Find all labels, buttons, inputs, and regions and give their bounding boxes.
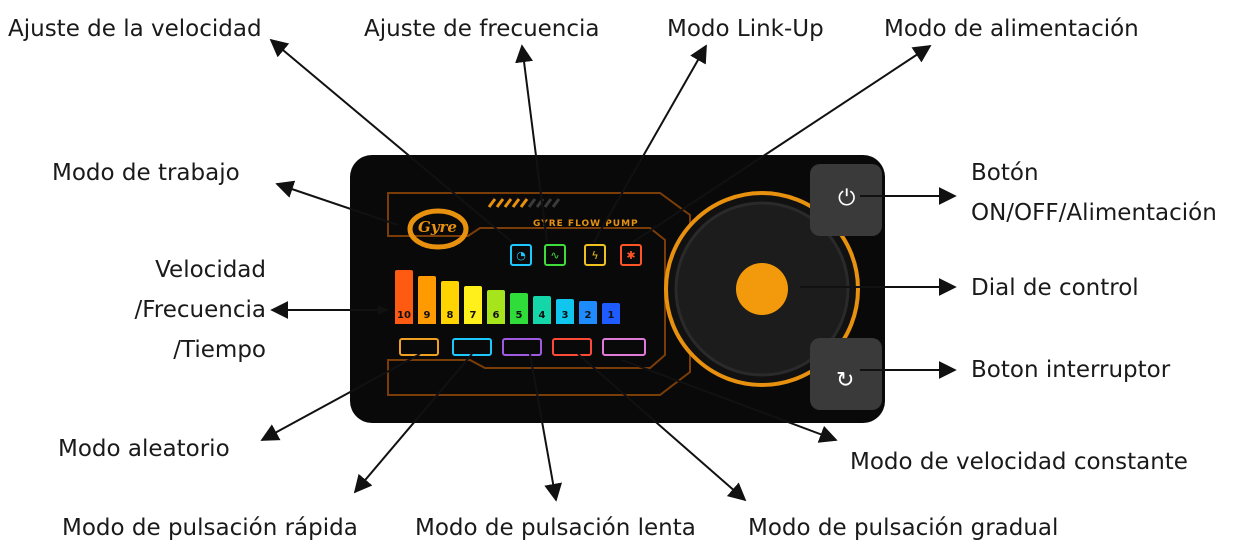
switch-button[interactable]: ↻ xyxy=(810,338,882,410)
level-bar-6: 6 xyxy=(487,290,505,324)
label-constant-speed-mode: Modo de velocidad constante xyxy=(850,449,1188,475)
level-bar-1: 1 xyxy=(602,303,620,324)
level-bar-5: 5 xyxy=(510,293,528,324)
arrow-fast-pulse xyxy=(353,353,473,494)
arrow-constant xyxy=(621,359,838,443)
label-switch-button: Boton interruptor xyxy=(971,357,1171,383)
label-frequency: /Frecuencia xyxy=(134,297,267,323)
label-slow-pulse-mode: Modo de pulsación lenta xyxy=(415,515,696,541)
constant-speed-icon xyxy=(602,338,646,356)
gyre-logo-text: Gyre xyxy=(418,218,457,236)
power-icon: ⏻ xyxy=(838,186,856,211)
control-dial-center xyxy=(736,263,788,315)
arrow-feed xyxy=(632,45,932,243)
level-bar-4: 4 xyxy=(533,296,551,324)
arrow-slow-pulse xyxy=(529,353,563,502)
level-bar-8: 8 xyxy=(441,281,459,324)
switch-icon: ↻ xyxy=(836,368,855,393)
level-bar-10: 10 xyxy=(395,270,413,324)
arrow-speed-adjust xyxy=(269,38,513,243)
label-power-button: Botón xyxy=(971,160,1039,186)
level-bar-2: 2 xyxy=(579,301,597,324)
label-power-button-2: ON/OFF/Alimentación xyxy=(971,200,1217,226)
label-speed-adjust: Ajuste de la velocidad xyxy=(8,16,262,42)
arrow-gradual-pulse xyxy=(577,353,747,502)
arrow-velocity-head xyxy=(378,305,388,315)
stripe-decoration xyxy=(487,198,529,208)
power-button[interactable]: ⏻ xyxy=(810,164,882,236)
link-icon: ϟ xyxy=(584,244,606,266)
level-bar-9: 9 xyxy=(418,276,436,324)
label-fast-pulse-mode: Modo de pulsación rápida xyxy=(62,515,358,541)
slow-pulse-icon xyxy=(502,338,542,356)
label-feed-mode: Modo de alimentación xyxy=(884,16,1139,42)
label-random-mode: Modo aleatorio xyxy=(58,436,230,462)
label-control-dial: Dial de control xyxy=(971,275,1139,301)
gradual-pulse-icon xyxy=(552,338,592,356)
label-work-mode: Modo de trabajo xyxy=(52,160,240,186)
label-gradual-pulse-mode: Modo de pulsación gradual xyxy=(748,515,1059,541)
label-linkup-mode: Modo Link-Up xyxy=(667,16,824,42)
frequency-wave-icon: ∿ xyxy=(544,244,566,266)
label-frequency-adjust: Ajuste de frecuencia xyxy=(364,16,600,42)
arrow-work-mode xyxy=(275,180,399,226)
level-bar-3: 3 xyxy=(556,299,574,324)
arrow-frequency-adjust xyxy=(515,44,548,243)
gyre-logo xyxy=(407,208,469,250)
label-velocity: Velocidad xyxy=(155,257,266,283)
feed-icon: ✱ xyxy=(620,244,642,266)
pump-title: GYRE FLOW PUMP xyxy=(533,219,639,229)
arrow-linkup xyxy=(593,44,707,243)
speed-gauge-icon: ◔ xyxy=(510,244,532,266)
label-time: /Tiempo xyxy=(173,337,266,363)
level-bar-7: 7 xyxy=(464,286,482,324)
arrow-random xyxy=(260,353,421,441)
